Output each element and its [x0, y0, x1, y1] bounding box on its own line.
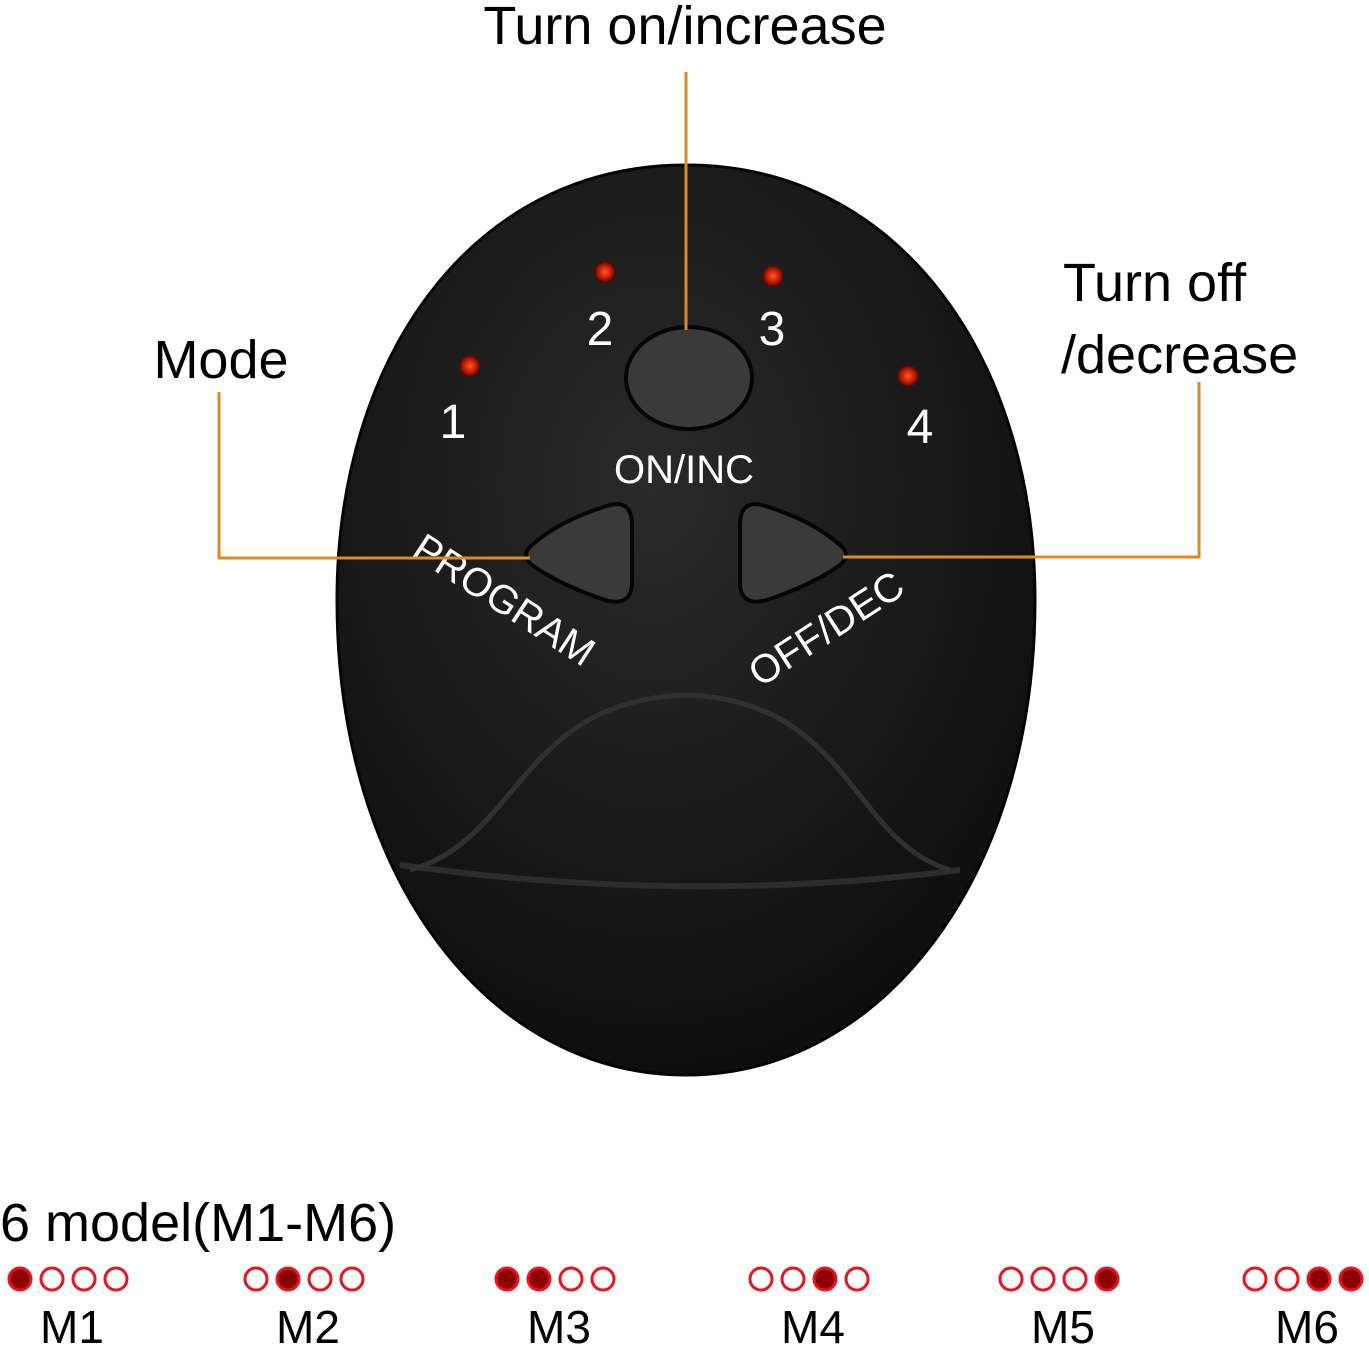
- led-indicator-off: [1242, 1266, 1268, 1292]
- mode-label: M5: [1031, 1301, 1095, 1349]
- led-indicator-off: [998, 1266, 1024, 1292]
- mode-m1: M1: [7, 1266, 129, 1353]
- off-dec-button[interactable]: [738, 502, 848, 604]
- modes-legend: M1 M2 M3 M4 M5 M6: [7, 1266, 1364, 1353]
- mode-label: M6: [1275, 1301, 1339, 1349]
- led-indicator-off: [844, 1266, 870, 1292]
- mode-m2: M2: [243, 1266, 365, 1353]
- led-indicator-on: [1338, 1266, 1364, 1292]
- led-3: [762, 265, 784, 287]
- callout-on-increase: Turn on/increase: [483, 0, 886, 56]
- device-lower-band: [399, 862, 961, 890]
- led-indicator-on: [526, 1266, 552, 1292]
- mode-m3: M3: [494, 1266, 616, 1353]
- mode-label: M2: [276, 1301, 340, 1349]
- led-indicator-on: [494, 1266, 520, 1292]
- led-indicator-on: [1306, 1266, 1332, 1292]
- led-number-1: 1: [440, 396, 467, 449]
- callout-mode: Mode: [153, 330, 288, 390]
- led-1: [459, 355, 481, 377]
- device-body: [335, 163, 1037, 1077]
- program-button[interactable]: [524, 502, 634, 604]
- led-number-4: 4: [907, 401, 934, 454]
- callout-off-line1: Turn off: [1063, 253, 1247, 313]
- led-indicator-off: [307, 1266, 333, 1292]
- mode-m4: M4: [748, 1266, 870, 1353]
- led-indicator-off: [558, 1266, 584, 1292]
- led-indicator-off: [243, 1266, 269, 1292]
- on-inc-label: ON/INC: [614, 448, 754, 492]
- led-indicator-off: [39, 1266, 65, 1292]
- callout-line-off: [843, 382, 1201, 559]
- callout-line-mode: [217, 392, 530, 560]
- led-indicator-off: [1274, 1266, 1300, 1292]
- led-indicator-off: [780, 1266, 806, 1292]
- mode-m5: M5: [998, 1266, 1120, 1353]
- device-lower-arch: [409, 692, 951, 873]
- led-indicator-off: [339, 1266, 365, 1292]
- led-4: [897, 365, 919, 387]
- led-indicator-off: [71, 1266, 97, 1292]
- mode-label: M4: [781, 1301, 845, 1349]
- led-indicator-off: [748, 1266, 774, 1292]
- led-2: [594, 261, 616, 283]
- led-number-2: 2: [587, 303, 614, 356]
- led-indicator-off: [103, 1266, 129, 1292]
- modes-title: 6 model(M1-M6): [0, 1193, 396, 1253]
- led-indicator-on: [1094, 1266, 1120, 1292]
- mode-m6: M6: [1242, 1266, 1364, 1353]
- led-indicator-on: [7, 1266, 33, 1292]
- led-indicator-off: [1062, 1266, 1088, 1292]
- callout-off-line2: /decrease: [1061, 325, 1298, 385]
- on-inc-button[interactable]: [624, 325, 754, 431]
- led-indicator-on: [275, 1266, 301, 1292]
- led-number-3: 3: [759, 303, 786, 356]
- led-indicator-off: [1030, 1266, 1056, 1292]
- mode-label: M1: [40, 1301, 104, 1349]
- led-indicator-off: [590, 1266, 616, 1292]
- led-indicator-on: [812, 1266, 838, 1292]
- mode-label: M3: [527, 1301, 591, 1349]
